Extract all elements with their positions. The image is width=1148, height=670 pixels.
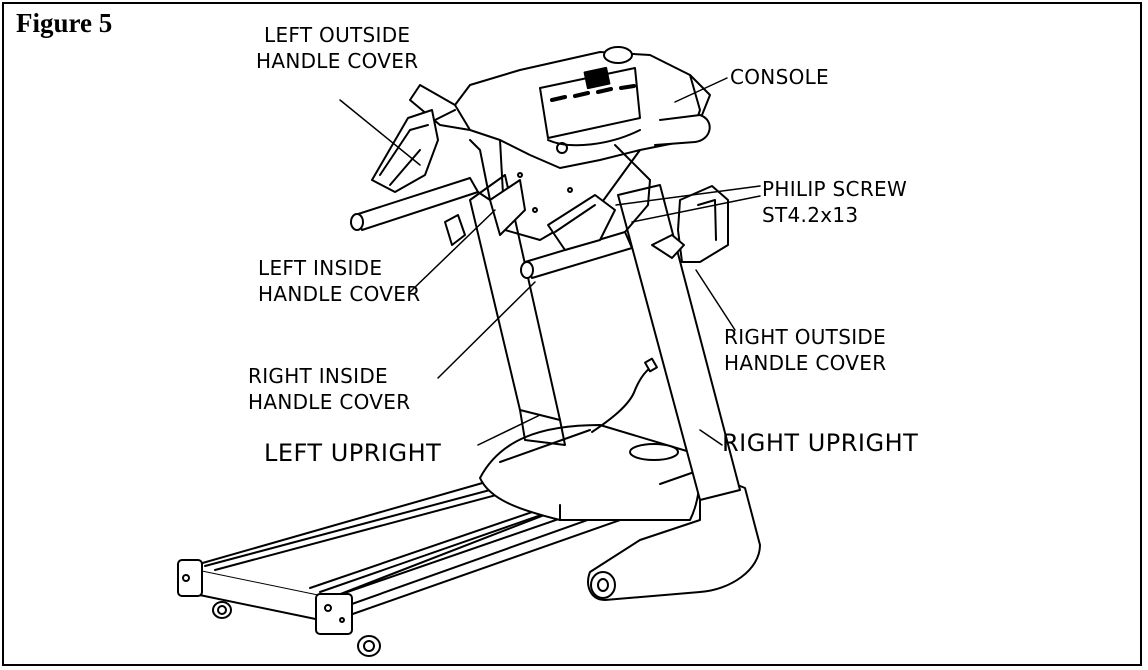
motor-hood xyxy=(479,424,701,521)
label-console: CONSOLE xyxy=(730,65,829,89)
label-right-inside-handle-cover: RIGHT INSIDE HANDLE COVER xyxy=(248,364,411,414)
left-upright xyxy=(469,174,566,446)
label-left-inside-handle-cover: LEFT INSIDE HANDLE COVER xyxy=(258,256,421,306)
label-left-upright: LEFT UPRIGHT xyxy=(264,439,442,467)
console-assembly xyxy=(409,46,711,241)
right-upright xyxy=(617,184,741,501)
left-handle-bar xyxy=(350,139,491,231)
leader-lines xyxy=(339,77,761,446)
right-handle-bar xyxy=(520,144,651,279)
label-left-outside-handle-cover: LEFT OUTSIDE HANDLE COVER xyxy=(256,23,419,73)
figure-title: Figure 5 xyxy=(16,8,113,38)
label-right-outside-handle-cover: RIGHT OUTSIDE HANDLE COVER xyxy=(724,325,887,375)
base-foot xyxy=(587,469,761,601)
right-inside-handle-cover-part xyxy=(547,194,616,251)
power-cord xyxy=(591,357,658,433)
left-outside-handle-cover-part xyxy=(371,109,439,193)
label-right-upright: RIGHT UPRIGHT xyxy=(722,429,919,457)
left-inside-handle-cover-part xyxy=(444,179,526,246)
label-philip-screw: PHILIP SCREW ST4.2x13 xyxy=(762,177,908,227)
